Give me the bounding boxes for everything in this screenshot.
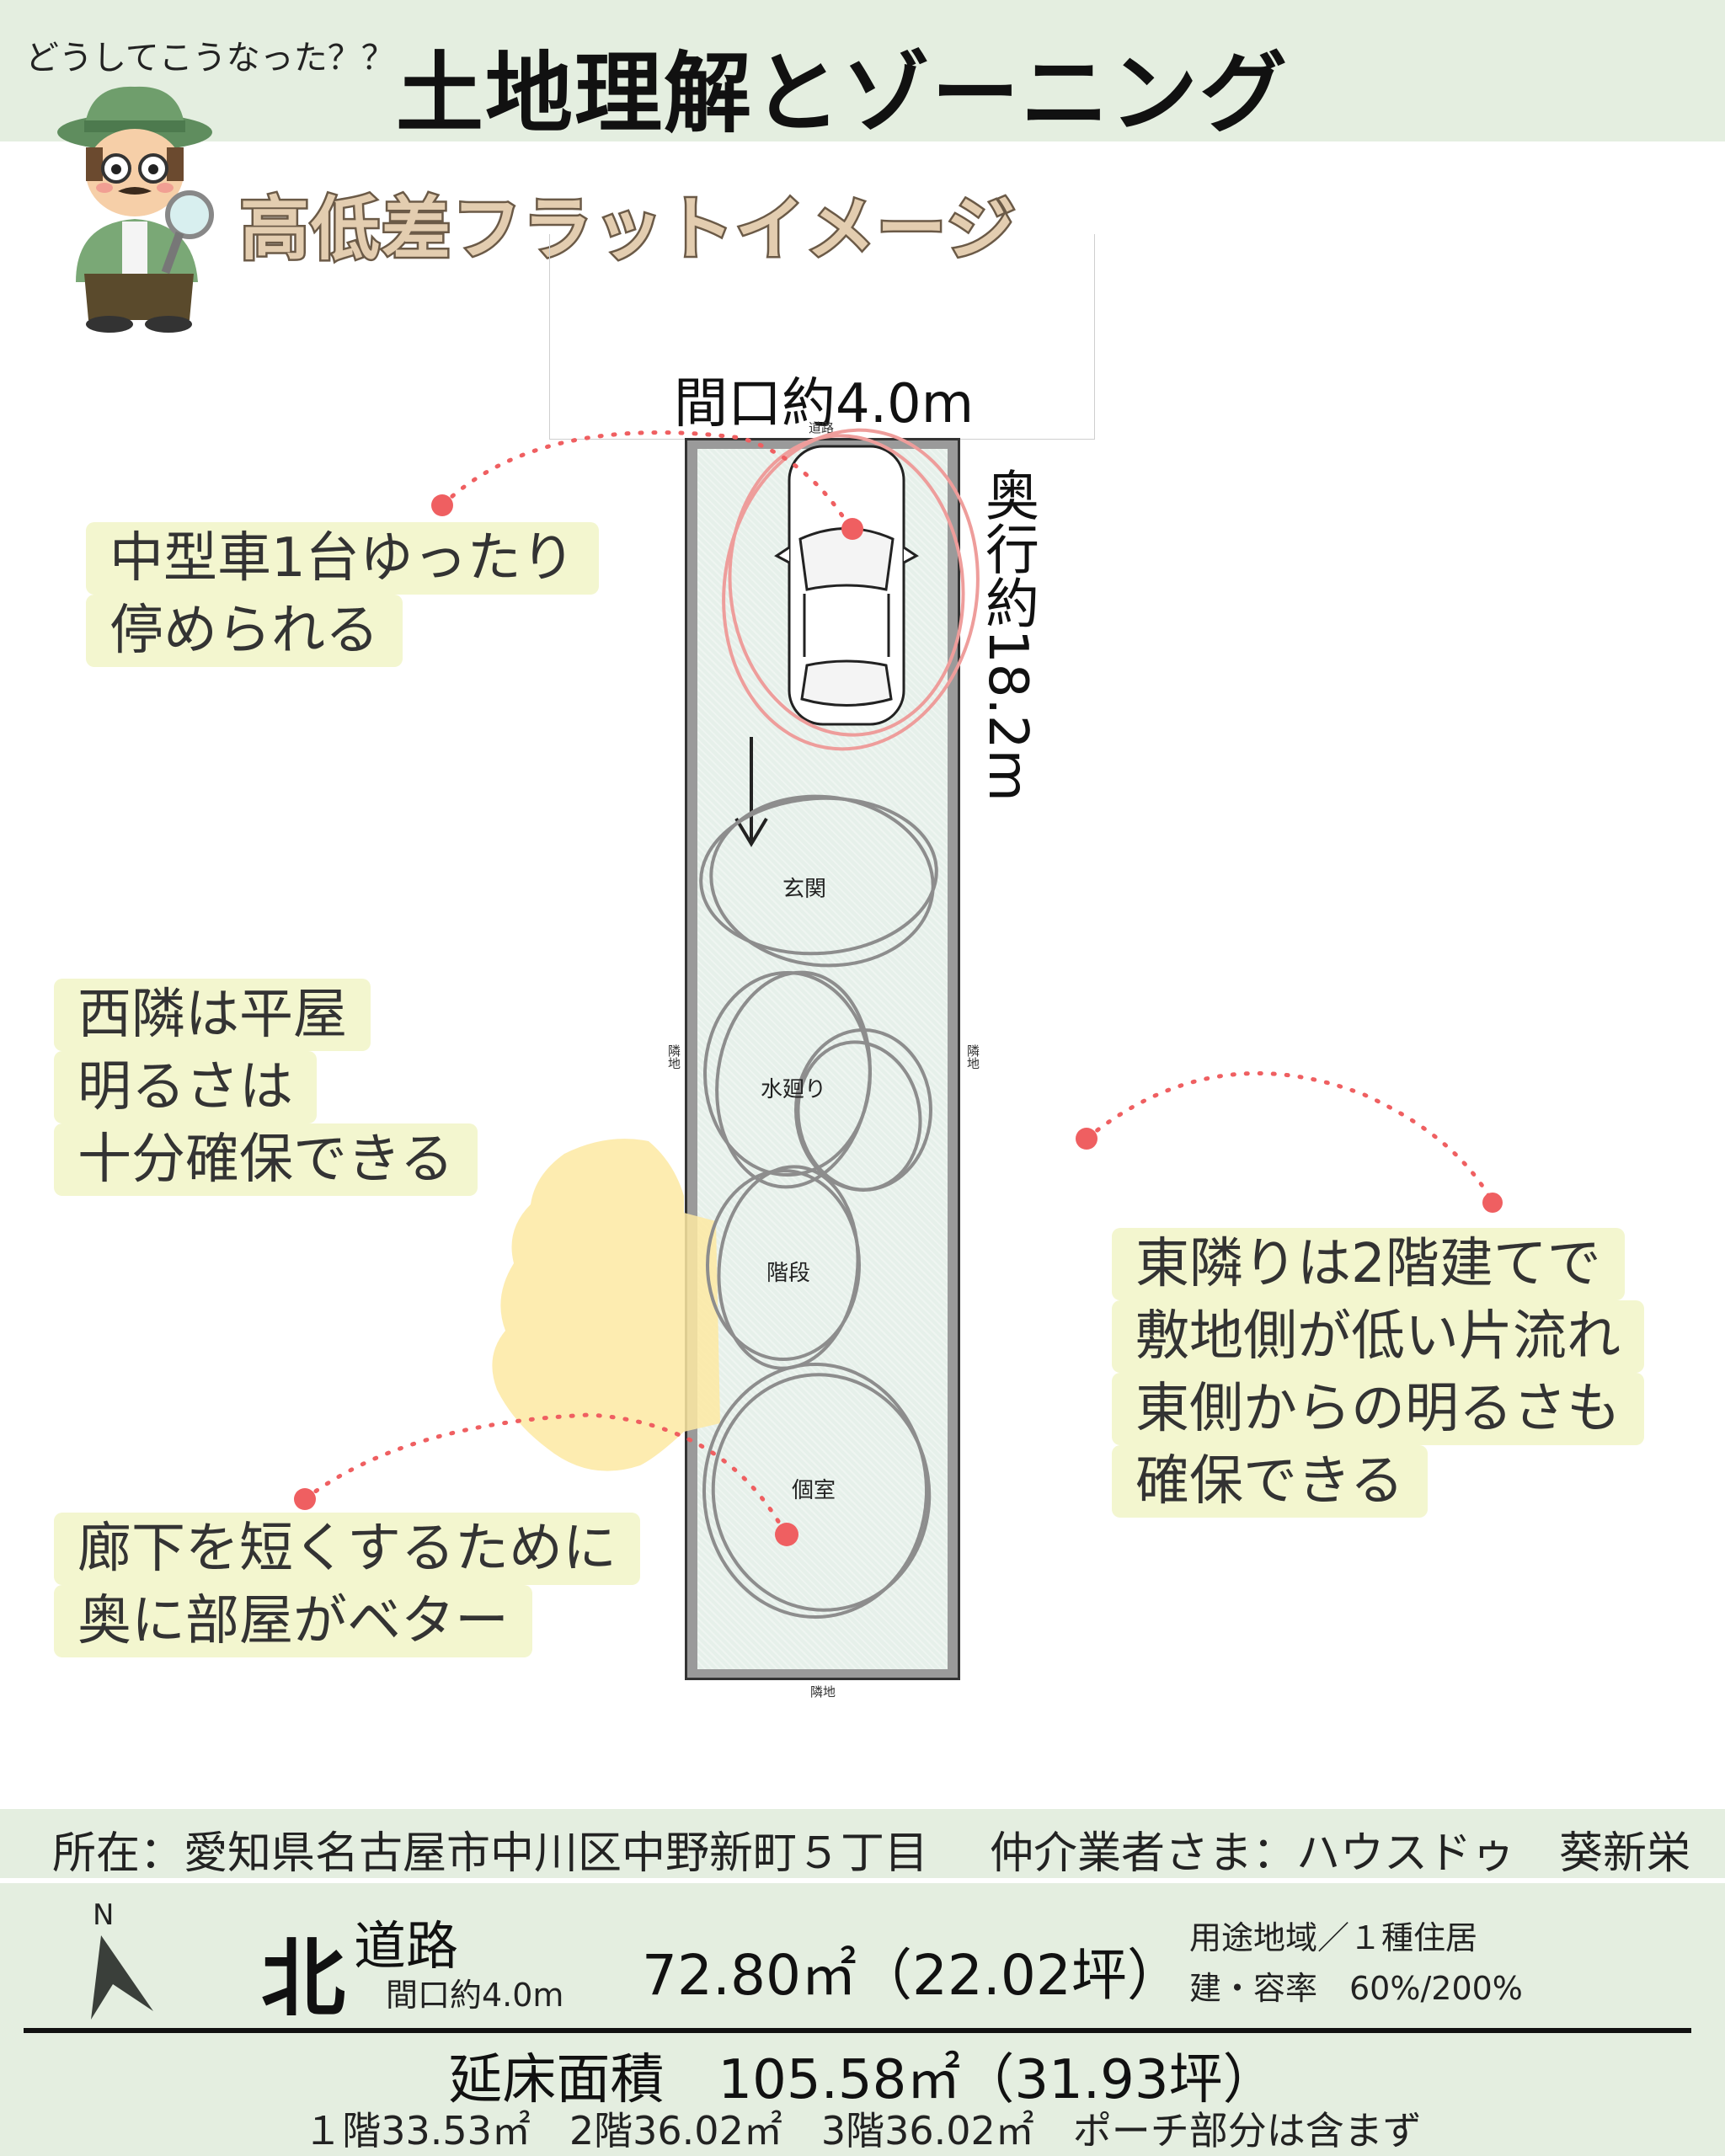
neighbor-right-label: 隣地 — [965, 1044, 980, 1070]
callout-west-line-3: 十分確保できる — [54, 1123, 478, 1196]
north-arrow-icon — [91, 1935, 153, 2020]
land-area: 72.80㎡（22.02坪） — [642, 1943, 1183, 2008]
header-kicker: どうしてこうなった？？ — [25, 39, 395, 77]
lot-outline — [685, 438, 960, 1680]
page-title: 土地理解とゾーニング — [396, 42, 1290, 145]
zoning-text: 用途地域／１種住居 — [1189, 1919, 1478, 1956]
road-small-label: 道路 — [809, 420, 835, 435]
road-direction: 北 — [261, 1929, 345, 2028]
coverage-ratio: 建・容率 60%/200% — [1189, 1970, 1523, 2007]
callout-parking-line-2: 停められる — [86, 595, 403, 667]
neighbor-left-label: 隣地 — [666, 1044, 681, 1070]
callout-corridor-line-1: 廊下を短くするために — [54, 1513, 640, 1585]
callout-east: 東隣りは2階建てで 敷地側が低い片流れ 東側からの明るさも 確保できる — [1112, 1228, 1644, 1518]
north-letter: N — [93, 1898, 115, 1932]
info-band — [0, 1809, 1725, 1878]
section-subtitle: 高低差フラットイメージ — [238, 188, 1017, 272]
frontage-label: 間口約4.0m — [674, 373, 975, 435]
callout-parking: 中型車1台ゆったり 停められる — [86, 522, 599, 667]
callout-west-line-1: 西隣は平屋 — [54, 979, 371, 1051]
lot-interior — [697, 449, 948, 1669]
summary-band — [0, 1883, 1725, 2156]
road-word: 道路 — [354, 1915, 459, 1977]
callout-east-line-3: 東側からの明るさも — [1112, 1373, 1644, 1445]
depth-label: 奥行約18.2m — [976, 467, 1039, 802]
callout-west: 西隣は平屋 明るさは 十分確保できる — [54, 979, 478, 1196]
total-floor-area: 延床面積 105.58㎡（31.93坪） — [448, 2049, 1277, 2111]
floor-breakdown: １階33.53㎡ 2階36.02㎡ 3階36.02㎡ ポーチ部分は含まず — [303, 2108, 1422, 2153]
callout-parking-line-1: 中型車1台ゆったり — [86, 522, 599, 595]
location-text: 所在：愛知県名古屋市中川区中野新町５丁目 — [52, 1828, 929, 1879]
callout-east-line-4: 確保できる — [1112, 1445, 1428, 1518]
callout-corridor-line-2: 奥に部屋がベター — [54, 1585, 532, 1657]
callout-east-line-2: 敷地側が低い片流れ — [1112, 1300, 1644, 1373]
detective-mascot-icon — [57, 86, 214, 333]
road-frontage: 間口約4.0m — [386, 1977, 564, 2014]
broker-text: 仲介業者さま：ハウスドゥ 葵新栄 — [990, 1828, 1691, 1879]
callout-east-line-1: 東隣りは2階建てで — [1112, 1228, 1625, 1300]
sunlight-patch — [492, 1139, 684, 1471]
callout-west-line-2: 明るさは — [54, 1051, 317, 1123]
header-band — [0, 0, 1725, 141]
callout-corridor: 廊下を短くするために 奥に部屋がベター — [54, 1513, 640, 1657]
neighbor-bottom-label: 隣地 — [810, 1684, 836, 1700]
summary-divider — [24, 2028, 1691, 2033]
